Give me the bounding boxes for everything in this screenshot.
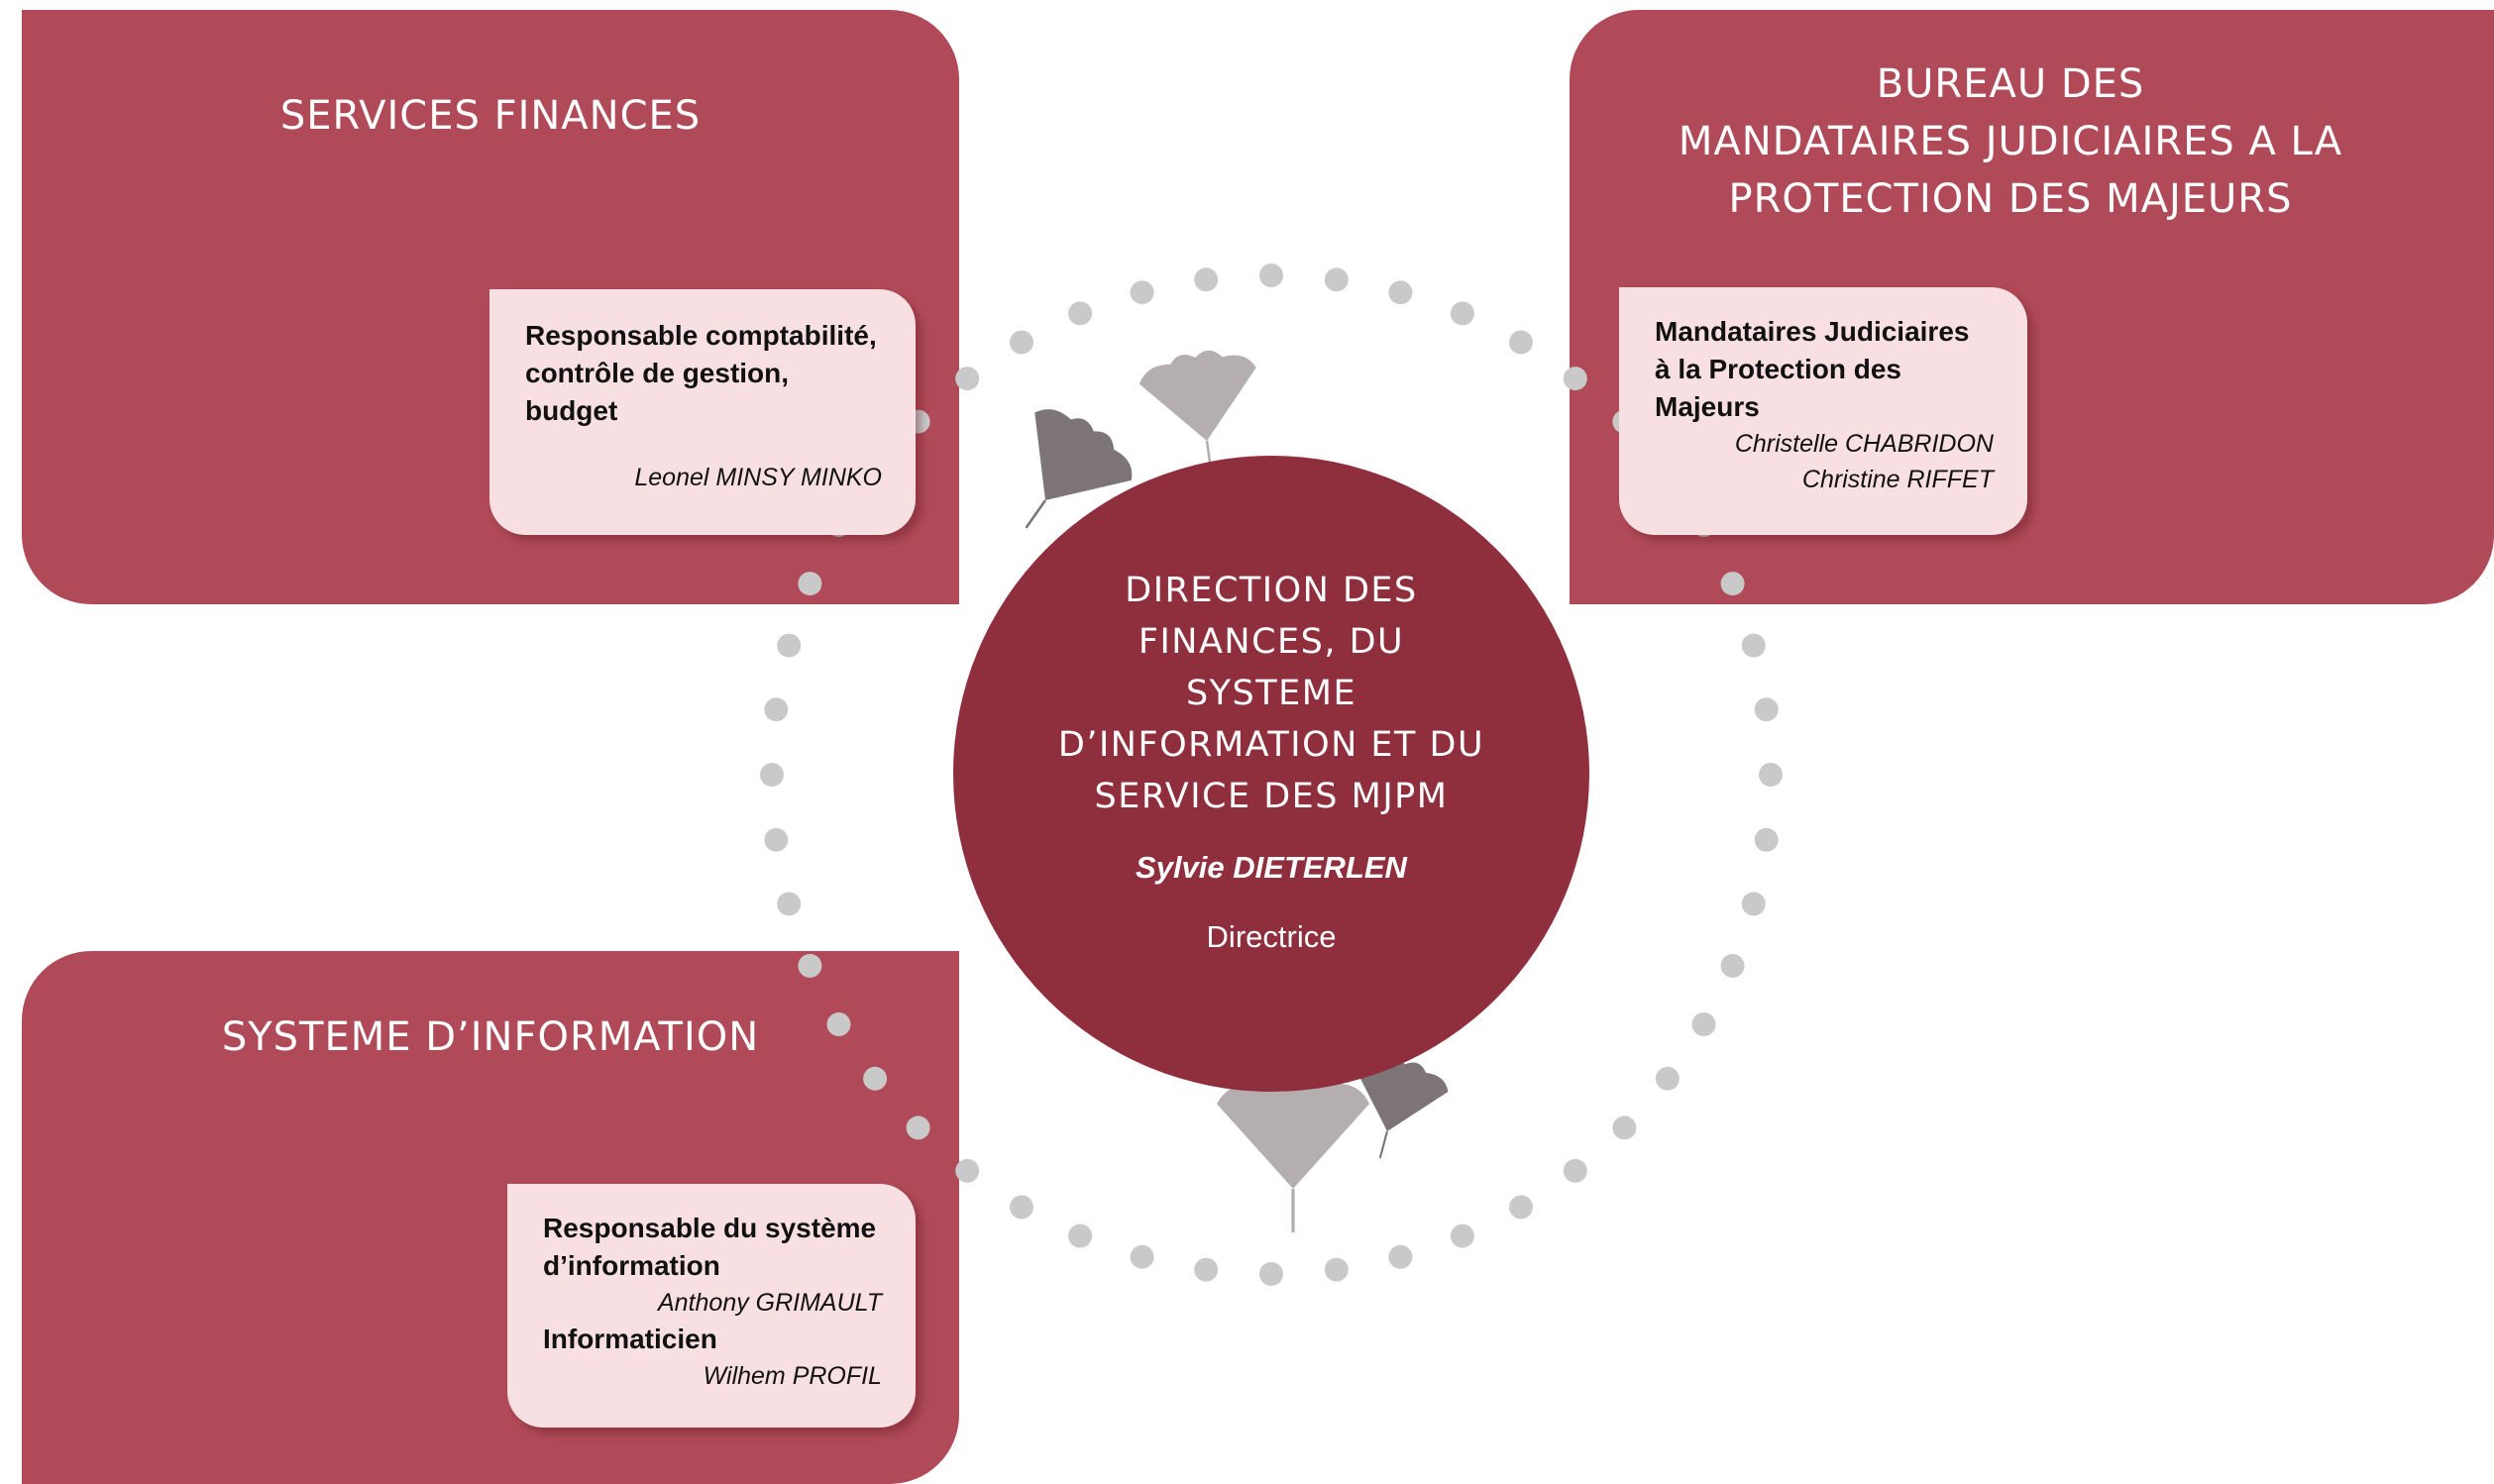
ring-dot (1754, 697, 1779, 722)
ring-dot (955, 367, 980, 391)
ring-dot (1259, 1262, 1283, 1286)
ring-dot (1068, 301, 1093, 326)
ring-dot (1194, 1257, 1219, 1282)
ring-dot (1450, 1223, 1474, 1248)
ring-dot (1130, 1244, 1154, 1269)
role-responsable-si: Responsable du système d’information (543, 1213, 877, 1281)
ring-dot (777, 892, 802, 916)
ring-dot (1612, 1115, 1637, 1140)
ginkgo-leaf-icon (1354, 1057, 1449, 1159)
ring-dot (1754, 827, 1779, 852)
panel-title-finances: SERVICES FINANCES (279, 93, 702, 139)
ring-dot (1068, 1223, 1093, 1248)
panel-title-si: SYSTEME D’INFORMATION (221, 1014, 760, 1060)
ring-dot (863, 1066, 888, 1091)
ring-dot (826, 1012, 851, 1036)
ring-dot (1509, 330, 1533, 355)
ring-dot (1720, 572, 1745, 596)
ginkgo-leaf-icon (1217, 1073, 1369, 1233)
ring-dot (798, 572, 822, 596)
ring-dot (760, 763, 784, 787)
panel-title-mjpm: BUREAU DES MANDATAIRES JUDICIAIRES A LA … (1678, 61, 2343, 222)
person-mjpm-1: Christelle CHABRIDON (1734, 430, 1994, 458)
ring-dot (1741, 892, 1766, 916)
ring-dot (1720, 953, 1745, 978)
role-informaticien: Informaticien (543, 1324, 717, 1354)
ring-dot (798, 953, 822, 978)
card-mjpm: Mandataires Judiciaires à la Protection … (1619, 287, 2027, 535)
ring-dot (1388, 280, 1413, 305)
role-mandataires: Mandataires Judiciaires à la Protection … (1655, 316, 1970, 422)
role-responsable-comptabilite: Responsable comptabilité, contrôle de ge… (525, 320, 877, 426)
ring-dot (1563, 367, 1587, 391)
card-finances: Responsable comptabilité, contrôle de ge… (489, 289, 916, 535)
center-direction-circle: DIRECTION DES FINANCES, DU SYSTEME D’INF… (953, 456, 1589, 1092)
ring-dot (1509, 1195, 1533, 1219)
ring-dot (1563, 1158, 1587, 1183)
ring-dot (1324, 1257, 1349, 1282)
ring-dot (1010, 1195, 1033, 1219)
ring-dot (764, 827, 789, 852)
center-title: DIRECTION DES FINANCES, DU SYSTEME D’INF… (1057, 571, 1485, 816)
ring-dot (906, 1115, 930, 1140)
ring-dot (1388, 1244, 1413, 1269)
card-si: Responsable du système d’information Ant… (507, 1184, 916, 1428)
ring-dot (764, 697, 789, 722)
ring-dot (1259, 264, 1283, 287)
ring-dot (1691, 1012, 1716, 1036)
ginkgo-leaf-icon (1025, 409, 1133, 529)
ring-dot (777, 633, 802, 658)
ring-dot (1759, 763, 1783, 787)
ring-dot (1741, 633, 1766, 658)
person-mjpm-2: Christine RIFFET (1801, 466, 1994, 493)
ring-dot (1324, 267, 1349, 292)
ring-dot (1130, 280, 1154, 305)
ring-dot (1010, 330, 1033, 355)
person-si-1: Anthony GRIMAULT (657, 1289, 882, 1317)
ring-dot (1450, 301, 1474, 326)
ring-dot (1194, 267, 1219, 292)
person-finances: Leonel MINSY MINKO (634, 464, 882, 491)
ring-dot (1655, 1066, 1680, 1091)
director-role: Directrice (1206, 919, 1337, 954)
ring-dot (955, 1158, 980, 1183)
director-name: Sylvie DIETERLEN (1136, 850, 1407, 885)
person-si-2: Wilhem PROFIL (703, 1362, 882, 1390)
